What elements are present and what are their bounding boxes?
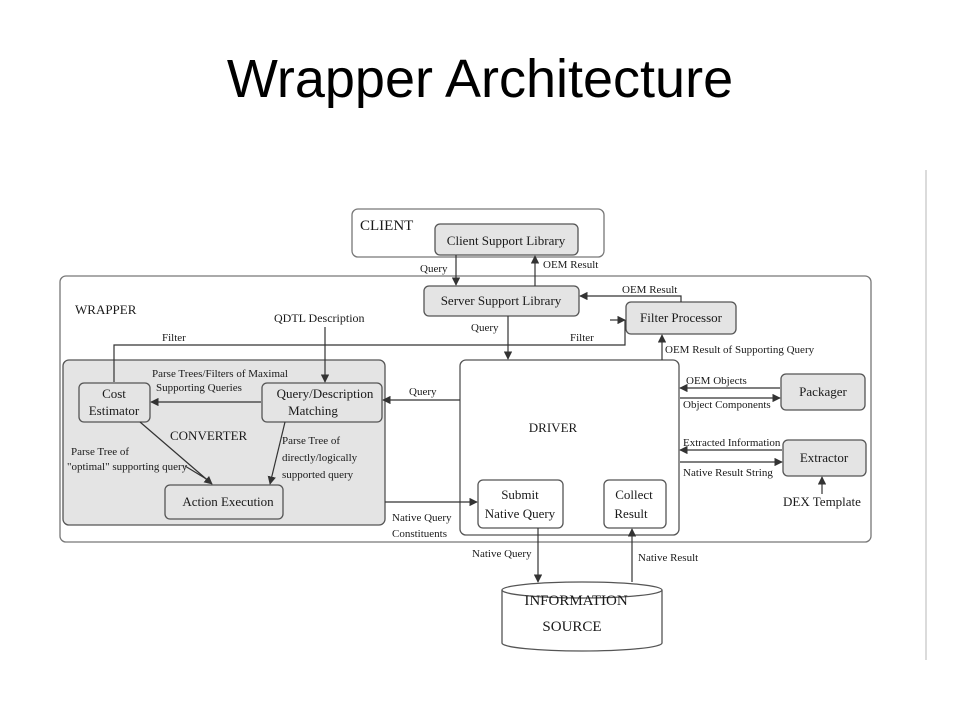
- client-label: CLIENT: [360, 218, 413, 234]
- action-execution-label: Action Execution: [182, 494, 274, 509]
- arrow-optimal-tail: [184, 465, 209, 481]
- collect-result-box: [603, 479, 667, 529]
- label-oem-result-supporting: OEM Result of Supporting Query: [665, 344, 815, 356]
- extractor-label: Extractor: [800, 450, 849, 465]
- dex-template-label: DEX Template: [783, 494, 861, 509]
- label-oem-result-client: OEM Result: [543, 259, 598, 271]
- label-native-result: Native Result: [638, 552, 698, 564]
- information-source-label-line1: INFORMATION: [524, 593, 628, 609]
- converter-label: CONVERTER: [170, 428, 248, 443]
- label-filter-left: Filter: [162, 332, 186, 344]
- filter-processor-label: Filter Processor: [640, 310, 723, 325]
- client-container: [351, 208, 605, 258]
- label-parse-tree-optimal-line1: Parse Tree of: [71, 446, 129, 458]
- cost-estimator-label-line1: Cost: [102, 386, 126, 401]
- client-support-library-label: Client Support Library: [447, 233, 566, 248]
- extractor-box: [782, 439, 867, 477]
- slide-title: Wrapper Architecture: [226, 49, 734, 109]
- server-support-library-label: Server Support Library: [441, 293, 562, 308]
- label-native-query-constituents-line1: Native Query: [392, 512, 452, 524]
- label-parse-tree-optimal-line2: "optimal" supporting query: [67, 461, 188, 473]
- arrow-oem-result-filter-to-server: [579, 291, 682, 302]
- wrapper-container: [59, 275, 872, 543]
- label-qdtl-description: QDTL Description: [274, 311, 365, 325]
- information-source-top: [501, 581, 663, 599]
- arrow-matching-to-action: [267, 421, 286, 485]
- submit-native-query-box: [477, 479, 564, 529]
- label-parse-tree-directly-line3: supported query: [282, 469, 354, 481]
- label-object-components: Object Components: [683, 399, 771, 411]
- label-query-driver: Query: [409, 386, 437, 398]
- cost-estimator-box: [78, 382, 151, 423]
- action-execution-box: [164, 484, 284, 520]
- label-oem-objects: OEM Objects: [686, 375, 747, 387]
- label-parse-tree-directly-line2: directly/logically: [282, 452, 358, 464]
- packager-box: [780, 373, 866, 411]
- submit-native-query-label-line1: Submit: [501, 487, 539, 502]
- arrow-cost-to-action: [139, 421, 213, 485]
- wrapper-label: WRAPPER: [75, 302, 137, 317]
- label-native-result-string: Native Result String: [683, 467, 773, 479]
- label-parse-trees-line1: Parse Trees/Filters of Maximal: [152, 368, 288, 380]
- collect-result-label-line2: Result: [614, 506, 648, 521]
- client-support-library-box: [434, 223, 579, 256]
- query-description-matching-label-line1: Query/Description: [277, 386, 374, 401]
- information-source-label-line2: SOURCE: [542, 619, 601, 635]
- driver-label: DRIVER: [529, 420, 578, 435]
- label-parse-trees-line2: Supporting Queries: [156, 382, 242, 394]
- packager-label: Packager: [799, 384, 847, 399]
- label-oem-result-filter: OEM Result: [622, 284, 677, 296]
- query-description-matching-box: [261, 382, 383, 423]
- label-extracted-information: Extracted Information: [683, 437, 781, 449]
- label-parse-tree-directly-line1: Parse Tree of: [282, 435, 340, 447]
- label-query-client: Query: [420, 263, 448, 275]
- label-query-server: Query: [471, 322, 499, 334]
- label-native-query: Native Query: [472, 548, 532, 560]
- cost-estimator-label-line2: Estimator: [89, 403, 140, 418]
- submit-native-query-label-line2: Native Query: [485, 506, 556, 521]
- label-filter-right: Filter: [570, 332, 594, 344]
- collect-result-label-line1: Collect: [615, 487, 653, 502]
- information-source-cylinder: [501, 590, 663, 652]
- label-native-query-constituents-line2: Constituents: [392, 528, 447, 540]
- query-description-matching-label-line2: Matching: [288, 403, 338, 418]
- arrow-filter-line: [113, 320, 626, 382]
- server-support-library-box: [423, 285, 580, 317]
